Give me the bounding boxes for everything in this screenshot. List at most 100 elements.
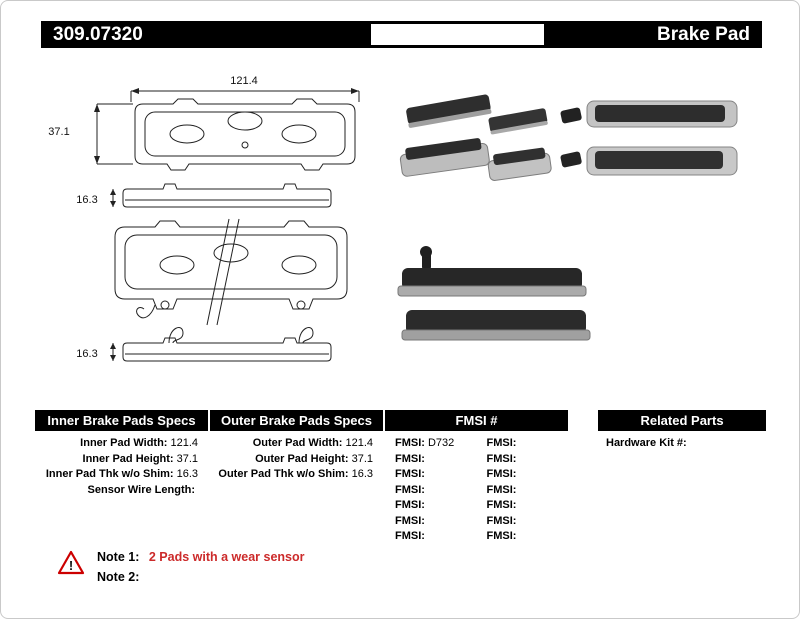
fmsi-row: FMSI: FMSI: xyxy=(385,498,568,514)
spec-value: 121.4 xyxy=(170,437,198,449)
fmsi-cell-left: FMSI: xyxy=(385,498,477,514)
fmsi-label: FMSI: xyxy=(486,499,517,511)
fmsi-cell-right: FMSI: xyxy=(477,467,569,483)
photo-pads-sensor xyxy=(397,246,591,341)
related-part-label: Hardware Kit #: xyxy=(606,437,687,449)
spec-value: 16.3 xyxy=(176,468,198,480)
fmsi-cell-right: FMSI: xyxy=(477,498,569,514)
spec-value: 121.4 xyxy=(345,437,373,449)
spec-row: Sensor Wire Length: xyxy=(35,483,208,499)
note-1: Note 1: 2 Pads with a wear sensor xyxy=(97,547,304,567)
spec-row: Inner Pad Thk w/o Shim:16.3 xyxy=(35,467,208,483)
fmsi-row: FMSI: FMSI: xyxy=(385,514,568,530)
fmsi-row: FMSI: FMSI: xyxy=(385,483,568,499)
fmsi-label: FMSI: xyxy=(395,499,425,511)
product-type-bar: Brake Pad xyxy=(544,21,762,48)
related-parts-header: Related Parts xyxy=(598,410,766,431)
fmsi-cell-left: FMSI: xyxy=(385,529,477,545)
fmsi-column: FMSI # FMSI:D732 FMSI: FMSI: FMSI: FMSI:… xyxy=(385,410,568,545)
fmsi-cell-left: FMSI:D732 xyxy=(385,436,477,452)
header-rule xyxy=(371,21,544,48)
fmsi-label: FMSI: xyxy=(395,452,425,465)
fmsi-label: FMSI: xyxy=(486,514,517,527)
fmsi-label: FMSI: xyxy=(486,483,517,496)
fmsi-label: FMSI: xyxy=(486,468,517,480)
note-1-text: 2 Pads with a wear sensor xyxy=(148,550,305,564)
spec-label: Outer Pad Height: xyxy=(255,452,349,465)
spec-row: Outer Pad Height:37.1 xyxy=(210,452,383,468)
fmsi-row: FMSI: FMSI: xyxy=(385,529,568,545)
fmsi-label: FMSI: xyxy=(486,437,517,449)
spec-value: 16.3 xyxy=(351,468,373,480)
dim-thickness-label-2: 16.3 xyxy=(76,348,97,360)
photo-wear-sensor xyxy=(420,246,432,270)
spec-value: 37.1 xyxy=(176,452,198,465)
hardware-clip-2 xyxy=(560,151,582,168)
related-parts-column: Related Parts Hardware Kit #: xyxy=(598,410,766,452)
part-number: 309.07320 xyxy=(53,23,143,45)
fmsi-cell-right: FMSI: xyxy=(477,452,569,468)
drawing-pad-front: 121.4 37.1 xyxy=(48,75,360,171)
fmsi-cell-left: FMSI: xyxy=(385,467,477,483)
photo-pad-2 xyxy=(488,108,548,135)
fmsi-cell-right: FMSI: xyxy=(477,436,569,452)
part-number-bar: 309.07320 xyxy=(41,21,371,48)
spec-row: Outer Pad Thk w/o Shim:16.3 xyxy=(210,467,383,483)
clip-left xyxy=(168,327,184,344)
wear-sensor-wire xyxy=(136,304,156,319)
fmsi-label: FMSI: xyxy=(486,530,517,542)
product-type: Brake Pad xyxy=(657,23,750,45)
notes-section: ! Note 1: 2 Pads with a wear sensor Note… xyxy=(57,547,304,587)
fmsi-label: FMSI: xyxy=(395,437,425,449)
note-2: Note 2: xyxy=(97,567,304,587)
fmsi-cell-right: FMSI: xyxy=(477,529,569,545)
fmsi-label: FMSI: xyxy=(395,514,425,527)
photo-pad-top xyxy=(586,100,738,128)
fmsi-cell-left: FMSI: xyxy=(385,514,477,530)
fmsi-value: D732 xyxy=(427,437,455,449)
photo-pad-1 xyxy=(406,94,492,128)
pad-side-outline xyxy=(122,183,332,208)
spec-label: Inner Pad Width: xyxy=(80,437,168,449)
spec-label: Sensor Wire Length: xyxy=(87,483,195,496)
spec-label: Inner Pad Height: xyxy=(82,452,174,465)
fmsi-row: FMSI: FMSI: xyxy=(385,452,568,468)
fmsi-header: FMSI # xyxy=(385,410,568,431)
fmsi-cell-right: FMSI: xyxy=(477,483,569,499)
outer-specs-column: Outer Brake Pads Specs Outer Pad Width:1… xyxy=(210,410,383,483)
svg-text:!: ! xyxy=(69,558,73,573)
spec-row: Inner Pad Width:121.4 xyxy=(35,436,208,452)
pad-side-outline xyxy=(122,337,332,362)
hardware-clip-1 xyxy=(560,107,582,124)
related-part-row: Hardware Kit #: xyxy=(598,436,766,452)
dim-height-label: 37.1 xyxy=(48,126,69,138)
pad-outline xyxy=(114,220,348,310)
spec-label: Outer Pad Thk w/o Shim: xyxy=(218,468,349,480)
spec-row: Outer Pad Width:121.4 xyxy=(210,436,383,452)
fmsi-label: FMSI: xyxy=(486,452,517,465)
photo-pad-top xyxy=(397,268,587,297)
drawing-pad-side-bottom: 16.3 xyxy=(76,327,332,362)
fmsi-row: FMSI: FMSI: xyxy=(385,467,568,483)
spec-row: Inner Pad Height:37.1 xyxy=(35,452,208,468)
fmsi-cell-right: FMSI: xyxy=(477,514,569,530)
page-header: 309.07320 Brake Pad xyxy=(41,21,762,48)
drawing-pad-side-top: 16.3 xyxy=(76,183,332,208)
fmsi-label: FMSI: xyxy=(395,530,425,542)
clip-right xyxy=(298,327,314,344)
fmsi-cell-left: FMSI: xyxy=(385,483,477,499)
fmsi-row: FMSI:D732 FMSI: xyxy=(385,436,568,452)
note-2-label: Note 2: xyxy=(97,570,140,584)
photo-pads-hardware xyxy=(560,100,738,176)
warning-triangle-icon: ! xyxy=(57,550,85,575)
photo-pad-set xyxy=(399,94,552,181)
dim-thickness-label-1: 16.3 xyxy=(76,194,97,206)
fmsi-label: FMSI: xyxy=(395,468,425,480)
drawing-pad-front-sensor xyxy=(114,218,348,326)
fmsi-label: FMSI: xyxy=(395,483,425,496)
pad-outline xyxy=(134,98,356,171)
spec-label: Inner Pad Thk w/o Shim: xyxy=(45,468,174,480)
inner-specs-column: Inner Brake Pads Specs Inner Pad Width:1… xyxy=(35,410,208,498)
photo-pad-bottom xyxy=(401,310,591,341)
